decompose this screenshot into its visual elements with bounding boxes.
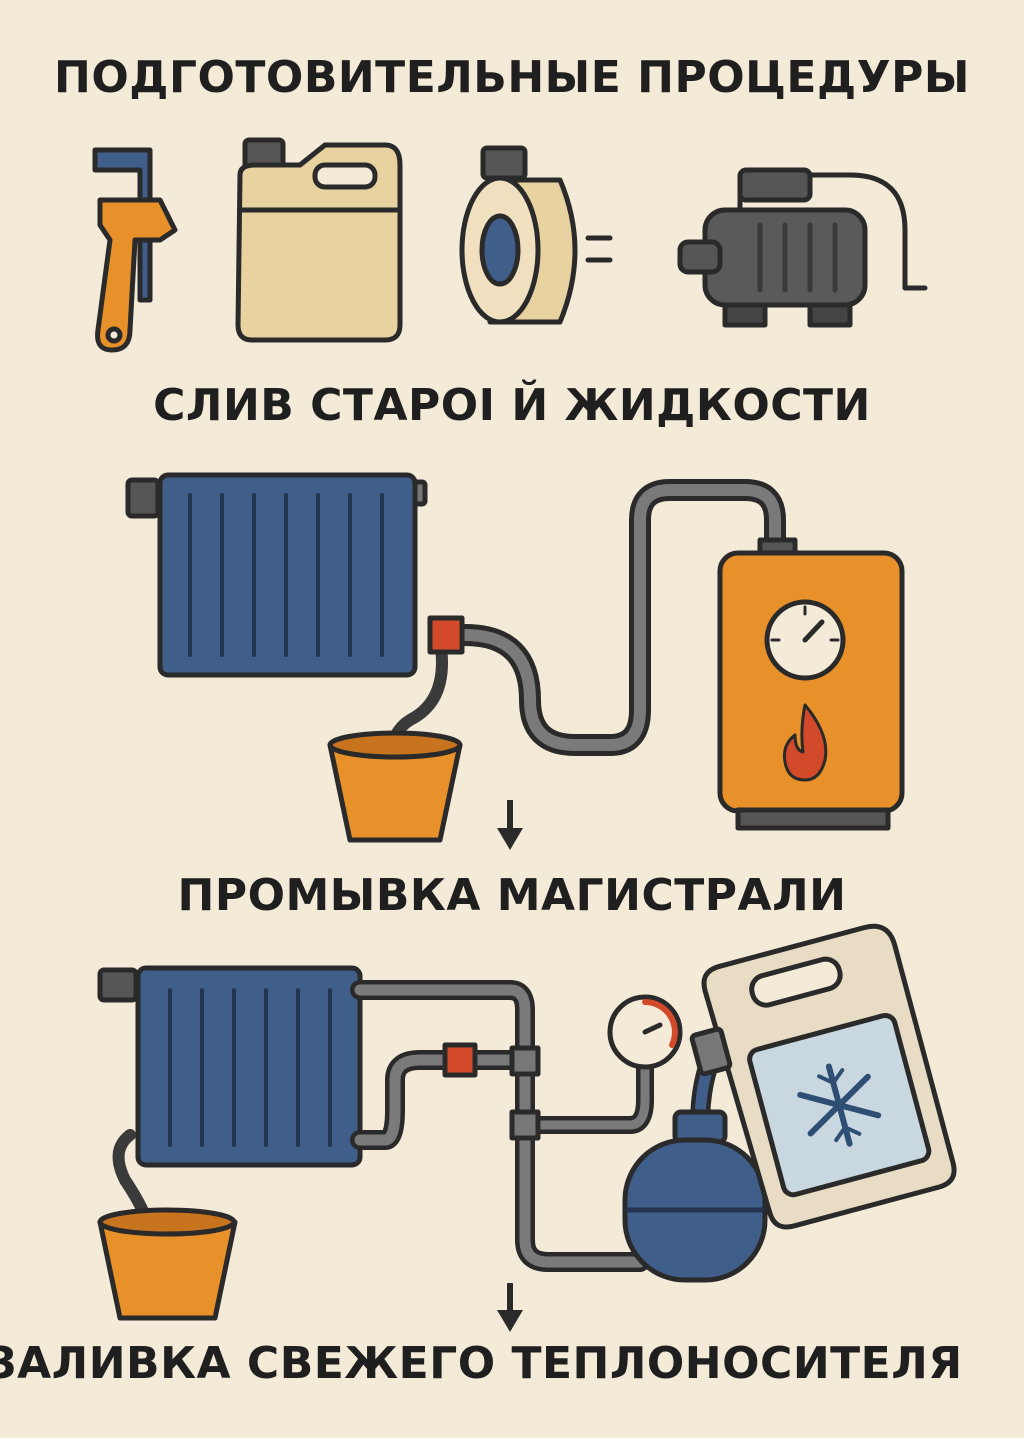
pressure-gauge-icon bbox=[607, 994, 683, 1070]
heading-flush: ПРОМЫВКА МАГИСТРАЛИ bbox=[177, 870, 847, 921]
heading-fill: ЗАЛИВКА СВЕЖЕГО ТЕПЛОНОСИТЕЛЯ bbox=[0, 1338, 963, 1389]
arrow-down-icon bbox=[497, 1283, 523, 1332]
snowflake-icon bbox=[797, 1063, 882, 1147]
valve bbox=[427, 615, 465, 655]
flame-icon bbox=[783, 703, 828, 782]
radiator-icon bbox=[97, 965, 363, 1168]
bucket-icon bbox=[327, 730, 463, 843]
heading-preparation: ПОДГОТОВИТЕЛЬНЫЕ ПРОЦЕДУРЫ bbox=[54, 52, 970, 103]
bucket-icon bbox=[97, 1207, 238, 1321]
antifreeze-canister-icon bbox=[689, 923, 957, 1230]
canister-icon bbox=[235, 137, 403, 343]
pump-icon bbox=[677, 167, 928, 328]
boiler-icon bbox=[717, 537, 905, 831]
heading-drain: СЛИВ СТАРОІ Й ЖИДКОСТИ bbox=[153, 380, 871, 431]
arrow-down-icon bbox=[497, 800, 523, 850]
pipe-wrench-icon bbox=[92, 147, 178, 353]
radiator-icon bbox=[125, 472, 428, 678]
tape-roll-icon bbox=[459, 145, 613, 325]
expansion-tank-icon bbox=[622, 1109, 768, 1283]
pressure-gauge-icon bbox=[764, 599, 846, 681]
